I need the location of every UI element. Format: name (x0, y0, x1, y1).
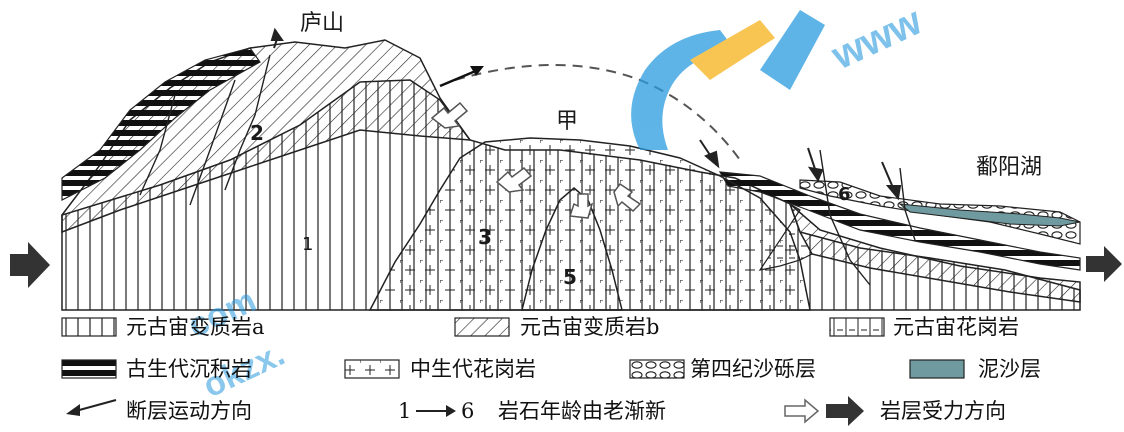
black-force-arrow-right (1086, 246, 1122, 282)
watermark-www: www (824, 0, 929, 79)
legend-black-arrow-icon (826, 396, 864, 426)
legend-label-meso-granite: 中生代花岗岩 (410, 357, 536, 381)
legend-age-from: 1 (398, 399, 411, 423)
fault-arrows (270, 27, 902, 201)
legend-label-paleo: 古生代沉积岩 (126, 357, 252, 381)
legend-label-fault: 断层运动方向 (126, 399, 252, 423)
fault-arrow-top (439, 66, 484, 88)
legend-hollow-arrow-icon (784, 398, 820, 424)
black-force-arrow-left (10, 242, 50, 288)
label-mountain: 庐山 (300, 11, 344, 36)
legend-age-to: 6 (461, 399, 474, 423)
rock-paleozoic-sediment-right (718, 171, 1081, 271)
legend-swatch-quaternary (629, 359, 685, 379)
legend-swatch-meta-a (61, 317, 117, 337)
legend-swatch-meta-b (454, 317, 510, 337)
label-n6: 6 (838, 184, 851, 205)
legend-swatch-paleo (61, 359, 117, 379)
watermark-logo (631, 10, 825, 150)
label-n3: 3 (478, 225, 492, 249)
faults (139, 54, 916, 286)
legend-label-quaternary: 第四纪沙砾层 (690, 357, 816, 381)
legend-fault-arrow-icon (66, 399, 117, 416)
legend-swatch-granite-proto (829, 317, 885, 337)
label-n2: 2 (250, 121, 264, 145)
legend-label-meta-a: 元古宙变质岩a (126, 315, 265, 339)
legend-label-force: 岩层受力方向 (880, 399, 1006, 423)
legend-age-arrow-icon (416, 405, 456, 417)
legend-swatch-mud (909, 359, 965, 379)
label-n5: 5 (563, 265, 577, 289)
rock-mud-layer (898, 203, 1081, 227)
legend-swatch-meso-granite (344, 359, 400, 379)
hollow-force-arrows (430, 101, 642, 219)
legend-label-age: 岩石年龄由老渐新 (498, 399, 666, 423)
label-lake: 鄱阳湖 (976, 155, 1042, 180)
legend-label-granite-proto: 元古宙花岗岩 (893, 315, 1019, 339)
label-n1: 1 (302, 234, 313, 255)
rock-paleozoic-sediment-left (61, 47, 261, 201)
legend-label-meta-b: 元古宙变质岩b (520, 315, 659, 339)
legend-label-mud: 泥沙层 (978, 357, 1041, 381)
label-point-jia: 甲 (556, 109, 578, 134)
